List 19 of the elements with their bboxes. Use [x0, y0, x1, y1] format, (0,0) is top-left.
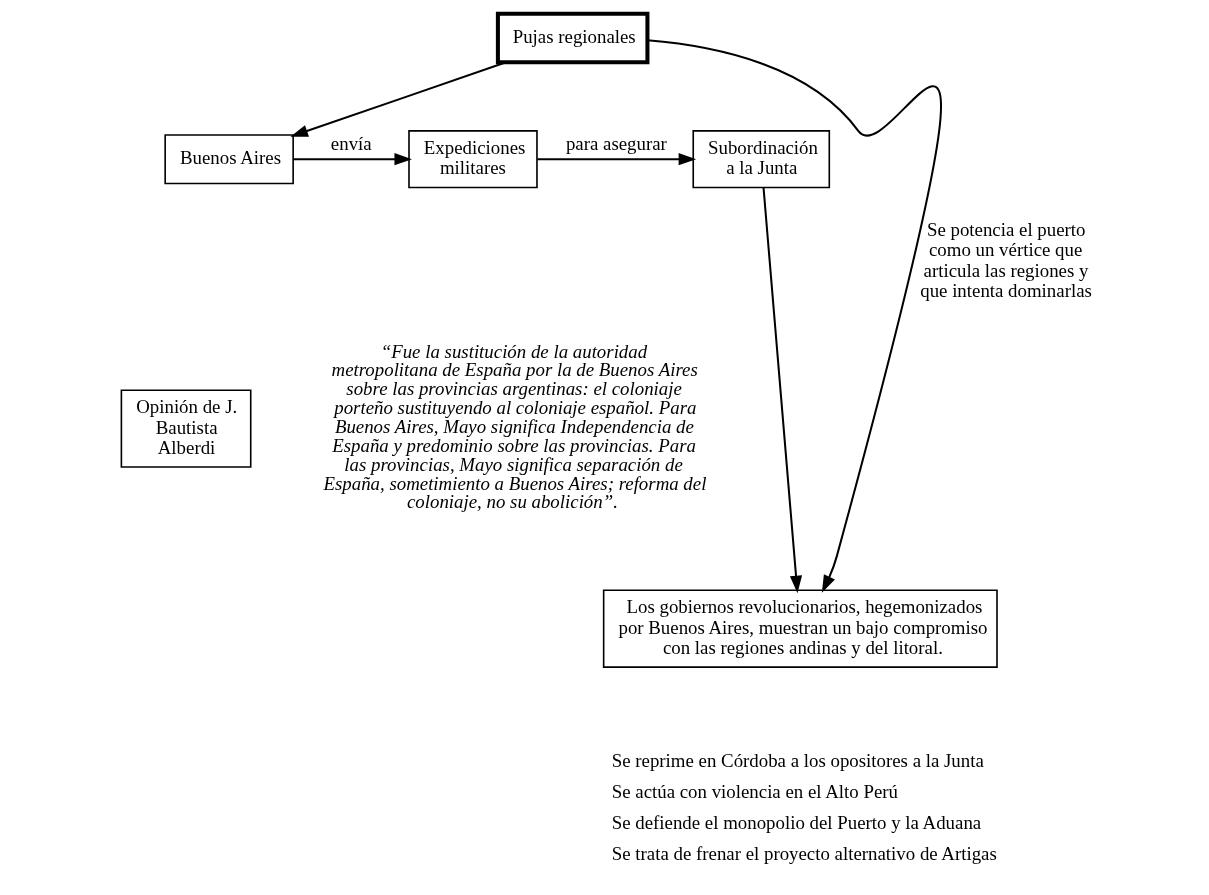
arrow	[289, 61, 506, 137]
edge-label: envía	[330, 133, 372, 155]
node-box: Los gobiernos revolucionarios, hegemonizados por Buenos Aires, muestran un bajo compromiso con las regiones andinas y del litoral.	[602, 589, 998, 668]
node-label: “Fue la sustitución de la autoridad metropolitana de España por la de Buenos Aires sobre las provincias argentinas: el coloniaje porteño sustituyendo al coloniaje español. Para Buenos Aires, Mayo significa Independencia de España y predominio sobre las provincias. Para las provincias, Mayo significa separación de España, sometimiento a Buenos Aires; reforma del coloniaje, no su abolición”.	[322, 340, 706, 513]
edge-label: para asegurar	[565, 133, 667, 155]
node-box: Subordinación a la Junta	[691, 130, 830, 189]
label: Se reprime en Córdoba a los opositores a la Junta	[611, 750, 984, 772]
node-box: Buenos Aires	[163, 134, 294, 185]
label: Se trata de frenar el proyecto alternativo de Artigas	[611, 842, 997, 864]
arrow	[536, 153, 696, 166]
node-box: Pujas regionales	[495, 11, 649, 65]
arrow	[646, 39, 941, 593]
label: Se actúa con violencia en el Alto Perú	[611, 781, 898, 803]
node-box: Opinión de J. Bautista Alberdi	[120, 389, 251, 468]
label: Se defiende el monopolio del Puerto y la Aduana	[611, 812, 981, 833]
edge-label: Se potencia el puerto como un vértice que articula las regiones y que intenta dominarlas	[919, 219, 1092, 301]
arrow	[762, 187, 802, 594]
node-box: Expediciones militares	[407, 130, 538, 189]
arrow	[292, 153, 412, 166]
